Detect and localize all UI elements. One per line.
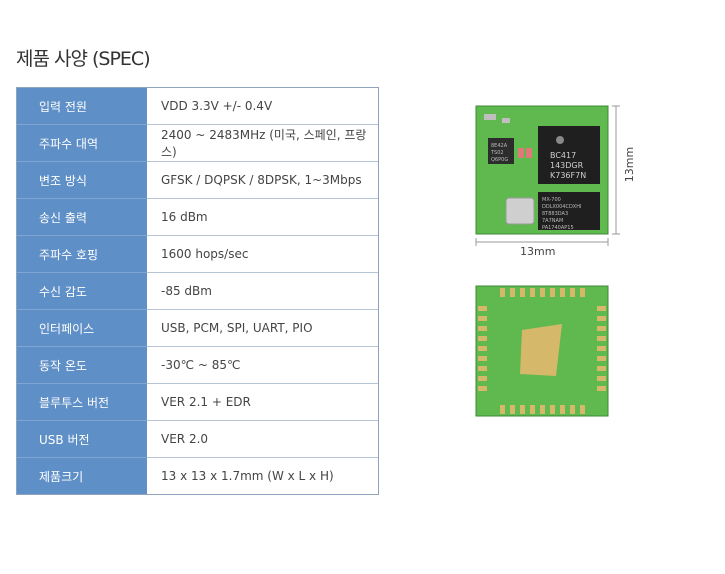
spec-label: USB 버전	[17, 420, 147, 457]
edge-pad	[570, 288, 575, 297]
edge-pad	[520, 405, 525, 414]
small-chip-text-3: Q6P0G	[491, 157, 508, 163]
edge-pad	[597, 306, 606, 311]
edge-pad	[540, 405, 545, 414]
spec-value: 2400 ~ 2483MHz (미국, 스페인, 프랑스)	[147, 125, 378, 161]
edge-pads	[478, 288, 606, 414]
edge-pad	[597, 366, 606, 371]
spec-row: 수신 감도-85 dBm	[17, 272, 378, 309]
edge-pad	[597, 326, 606, 331]
height-dim-label: 13mm	[623, 146, 637, 183]
spec-label: 송신 출력	[17, 198, 147, 235]
spec-label: 주파수 호핑	[17, 235, 147, 272]
resistor-1	[518, 148, 524, 158]
edge-pad	[597, 376, 606, 381]
spec-value: -85 dBm	[147, 273, 378, 309]
flash-chip-text-3: 8T883DA3	[542, 211, 568, 217]
main-chip	[538, 126, 600, 184]
spec-label: 변조 방식	[17, 161, 147, 198]
flash-chip	[538, 192, 600, 230]
flash-chip-text-2: DDLX004CDXHI	[542, 204, 581, 210]
spec-value: USB, PCM, SPI, UART, PIO	[147, 310, 378, 346]
edge-pad	[500, 405, 505, 414]
spec-label: 제품크기	[17, 457, 147, 494]
spec-label: 입력 전원	[17, 88, 147, 124]
edge-pad	[550, 405, 555, 414]
page-title: 제품 사양 (SPEC)	[16, 48, 151, 70]
resistor-2	[526, 148, 532, 158]
crystal	[505, 197, 535, 225]
edge-pad	[580, 288, 585, 297]
edge-pad	[580, 405, 585, 414]
edge-pad	[597, 336, 606, 341]
edge-pad	[500, 288, 505, 297]
edge-pad	[597, 386, 606, 391]
spec-value: 13 x 13 x 1.7mm (W x L x H)	[147, 458, 378, 494]
edge-pad	[560, 288, 565, 297]
edge-pad	[478, 386, 487, 391]
edge-pad	[550, 288, 555, 297]
small-chip-text-2: TS02	[490, 150, 504, 156]
main-chip-text-3: K736F7N	[550, 171, 586, 180]
spec-label: 동작 온도	[17, 346, 147, 383]
module-bottom-image	[475, 285, 609, 417]
cap-2	[502, 118, 510, 123]
edge-pad	[510, 288, 515, 297]
spec-value: VDD 3.3V +/- 0.4V	[147, 88, 378, 124]
edge-pad	[478, 366, 487, 371]
spec-label: 수신 감도	[17, 272, 147, 309]
edge-pad	[597, 316, 606, 321]
spec-value: -30℃ ~ 85℃	[147, 347, 378, 383]
spec-value: VER 2.0	[147, 421, 378, 457]
width-dim-label: 13mm	[520, 245, 556, 258]
main-chip-logo	[556, 136, 564, 144]
edge-pad	[478, 306, 487, 311]
edge-pad	[478, 316, 487, 321]
module-top-image: 8E42A TS02 Q6P0G BC417 143DGR K736F7N MX…	[475, 105, 620, 246]
cap-1	[484, 114, 496, 120]
edge-pad	[560, 405, 565, 414]
edge-pad	[478, 336, 487, 341]
flash-chip-text-1: MX-700	[542, 197, 561, 203]
spec-label: 블루투스 버전	[17, 383, 147, 420]
edge-pad	[478, 356, 487, 361]
spec-value: VER 2.1 + EDR	[147, 384, 378, 420]
spec-value: GFSK / DQPSK / 8DPSK, 1~3Mbps	[147, 162, 378, 198]
center-ground-pad	[520, 324, 562, 376]
spec-value: 16 dBm	[147, 199, 378, 235]
flash-chip-text-4: 7A7NAM	[542, 218, 563, 224]
flash-chip-text-5: PA1740AP15	[542, 225, 574, 231]
edge-pad	[540, 288, 545, 297]
edge-pad	[520, 288, 525, 297]
edge-pad	[597, 356, 606, 361]
edge-pad	[478, 376, 487, 381]
small-chip	[488, 138, 514, 164]
edge-pad	[530, 405, 535, 414]
edge-pad	[478, 346, 487, 351]
spec-row: 동작 온도-30℃ ~ 85℃	[17, 346, 378, 383]
spec-label: 인터페이스	[17, 309, 147, 346]
edge-pad	[510, 405, 515, 414]
small-chip-text-1: 8E42A	[491, 143, 508, 149]
edge-pad	[478, 326, 487, 331]
spec-label: 주파수 대역	[17, 124, 147, 161]
module-images: 8E42A TS02 Q6P0G BC417 143DGR K736F7N MX…	[470, 100, 640, 420]
main-chip-text-2: 143DGR	[550, 161, 584, 170]
edge-pad	[530, 288, 535, 297]
spec-value: 1600 hops/sec	[147, 236, 378, 272]
edge-pad	[570, 405, 575, 414]
edge-pad	[597, 346, 606, 351]
main-chip-text-1: BC417	[550, 151, 576, 160]
